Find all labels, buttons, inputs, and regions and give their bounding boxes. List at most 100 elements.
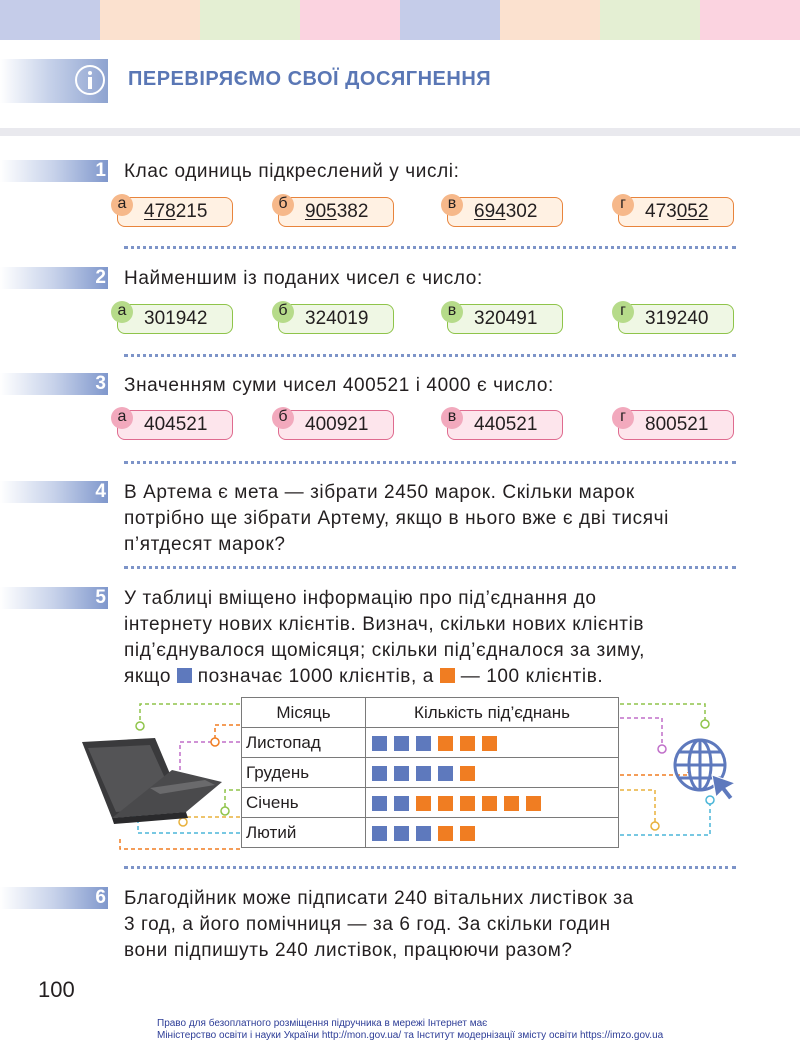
month-cell: Лютий <box>241 817 366 848</box>
task-6-line: вони підпишуть 240 листівок, працюючи ра… <box>124 940 573 961</box>
orange-square-icon <box>438 825 453 841</box>
task-3-band <box>0 373 108 395</box>
strip-segment <box>400 0 500 40</box>
divider <box>124 566 736 569</box>
count-cell <box>365 787 619 818</box>
blue-square-icon <box>372 735 387 751</box>
task-4-line: В Артема є мета — зібрати 2450 марок. Ск… <box>124 482 635 503</box>
task-2-option-g[interactable]: 319240 <box>618 304 734 334</box>
task-2-band <box>0 267 108 289</box>
strip-segment <box>300 0 400 40</box>
task-2-letter-g: г <box>612 301 634 323</box>
month-cell: Листопад <box>241 727 366 758</box>
table-row: Листопад <box>241 727 619 758</box>
divider <box>124 354 736 357</box>
blue-square-icon <box>394 825 409 841</box>
task-5-line: інтернету нових клієнтів. Визнач, скільк… <box>124 614 645 635</box>
info-icon <box>75 65 105 95</box>
task-3-option-b[interactable]: 400921 <box>278 410 394 440</box>
blue-square-icon <box>394 735 409 751</box>
footer-note: Право для безоплатного розміщення підруч… <box>157 1018 663 1042</box>
orange-square-icon <box>504 795 519 811</box>
task-6-line: 3 год, а його помічниця — за 6 год. За с… <box>124 914 611 935</box>
orange-square-icon <box>416 795 431 811</box>
blue-square-icon <box>394 795 409 811</box>
task-6-line: Благодійник може підписати 240 вітальних… <box>124 888 634 909</box>
task-5-line: під’єднувалося щомісяця; скільки під’єдн… <box>124 640 646 661</box>
task-1-letter-g: г <box>612 194 634 216</box>
task-2-option-b[interactable]: 324019 <box>278 304 394 334</box>
col-month-header: Місяць <box>241 697 366 728</box>
task-1-letter-b: б <box>272 194 294 216</box>
option-text-underlined: 052 <box>676 201 709 222</box>
task-3-text: Значенням суми чисел 400521 і 4000 є чис… <box>124 375 554 396</box>
strip-segment <box>200 0 300 40</box>
option-text-underlined: 905 <box>305 201 337 222</box>
strip-segment <box>0 0 100 40</box>
task-2-letter-v: в <box>441 301 463 323</box>
orange-square-icon <box>439 668 455 683</box>
divider <box>124 461 736 464</box>
blue-square-icon <box>372 765 387 781</box>
option-text-underlined: 478 <box>144 201 176 222</box>
task-6-text: Благодійник може підписати 240 вітальних… <box>124 886 724 964</box>
table-row: Лютий <box>241 817 619 848</box>
task-5-band <box>0 587 108 609</box>
orange-square-icon <box>482 735 497 751</box>
blue-square-icon <box>416 765 431 781</box>
task-3-option-v[interactable]: 440521 <box>447 410 563 440</box>
orange-square-icon <box>526 795 541 811</box>
strip-segment <box>500 0 600 40</box>
footer-line-1: Право для безоплатного розміщення підруч… <box>157 1018 488 1029</box>
count-cell <box>365 757 619 788</box>
option-text-post: 302 <box>505 201 538 222</box>
table-header-row: Місяць Кількість під’єднань <box>241 697 619 728</box>
globe-icon <box>673 738 727 792</box>
footer-line-2: Міністерство освіти і науки України http… <box>157 1030 664 1041</box>
task-3-option-a[interactable]: 404521 <box>117 410 233 440</box>
task-5-text: У таблиці вміщено інформацію про під’єдн… <box>124 586 724 690</box>
task-5-legend-line: якщо позначає 1000 клієнтів, а — 100 клі… <box>124 664 724 690</box>
option-text-underlined: 694 <box>474 201 506 222</box>
strip-segment <box>100 0 200 40</box>
orange-square-icon <box>460 765 475 781</box>
task-4-band <box>0 481 108 503</box>
count-cell <box>365 817 619 848</box>
option-text-post: 215 <box>175 201 208 222</box>
task-1-option-b[interactable]: 905382 <box>278 197 394 227</box>
task-2-option-a[interactable]: 301942 <box>117 304 233 334</box>
task-3-letter-g: г <box>612 407 634 429</box>
task-1-number: 1 <box>95 160 106 181</box>
task-1-letter-a: а <box>111 194 133 216</box>
task-2-text: Найменшим із поданих чисел є число: <box>124 268 483 289</box>
blue-square-icon <box>176 668 192 683</box>
task-3-letter-b: б <box>272 407 294 429</box>
orange-square-icon <box>460 735 475 751</box>
divider <box>124 866 736 869</box>
month-cell: Січень <box>241 787 366 818</box>
task-1-option-v[interactable]: 694302 <box>447 197 563 227</box>
task-1-text: Клас одиниць підкреслений у числі: <box>124 161 460 182</box>
task-3-option-g[interactable]: 800521 <box>618 410 734 440</box>
header-divider <box>0 128 800 136</box>
task-2-option-v[interactable]: 320491 <box>447 304 563 334</box>
task-1-option-g[interactable]: 473052 <box>618 197 734 227</box>
blue-square-icon <box>394 765 409 781</box>
task-1-band <box>0 160 108 182</box>
task-3-number: 3 <box>95 373 106 394</box>
task-6-number: 6 <box>95 887 106 908</box>
task-4-number: 4 <box>95 481 106 502</box>
cursor-icon <box>711 774 737 801</box>
blue-square-icon <box>416 735 431 751</box>
blue-square-icon <box>372 795 387 811</box>
page-title: ПЕРЕВІРЯЄМО СВОЇ ДОСЯГНЕННЯ <box>128 68 492 90</box>
task-1-letter-v: в <box>441 194 463 216</box>
orange-square-icon <box>460 825 475 841</box>
strip-segment <box>700 0 800 40</box>
page-number: 100 <box>38 977 75 1002</box>
blue-square-icon <box>416 825 431 841</box>
blue-square-icon <box>372 825 387 841</box>
legend-mid: позначає 1000 клієнтів, а <box>197 666 434 687</box>
